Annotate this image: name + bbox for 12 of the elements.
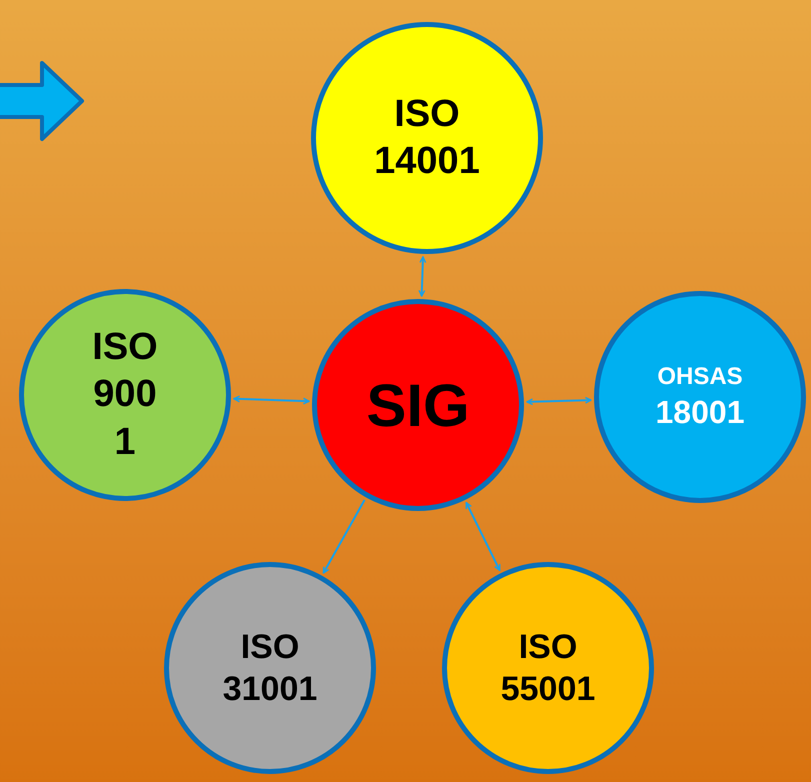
node-label: 18001: [654, 393, 746, 432]
arrow: [233, 395, 310, 405]
node-label: ISO 31001: [222, 626, 318, 710]
node-label: ISO 900 1: [91, 324, 159, 465]
arrow: [526, 396, 592, 406]
arrow: [418, 256, 426, 297]
node-label: SIG: [365, 370, 471, 440]
node-label: ISO 55001: [500, 626, 596, 710]
arrow: [322, 500, 366, 574]
node-label: ISO 14001: [373, 92, 481, 184]
arrow: [465, 502, 501, 571]
node-label: OHSAS: [656, 362, 744, 392]
